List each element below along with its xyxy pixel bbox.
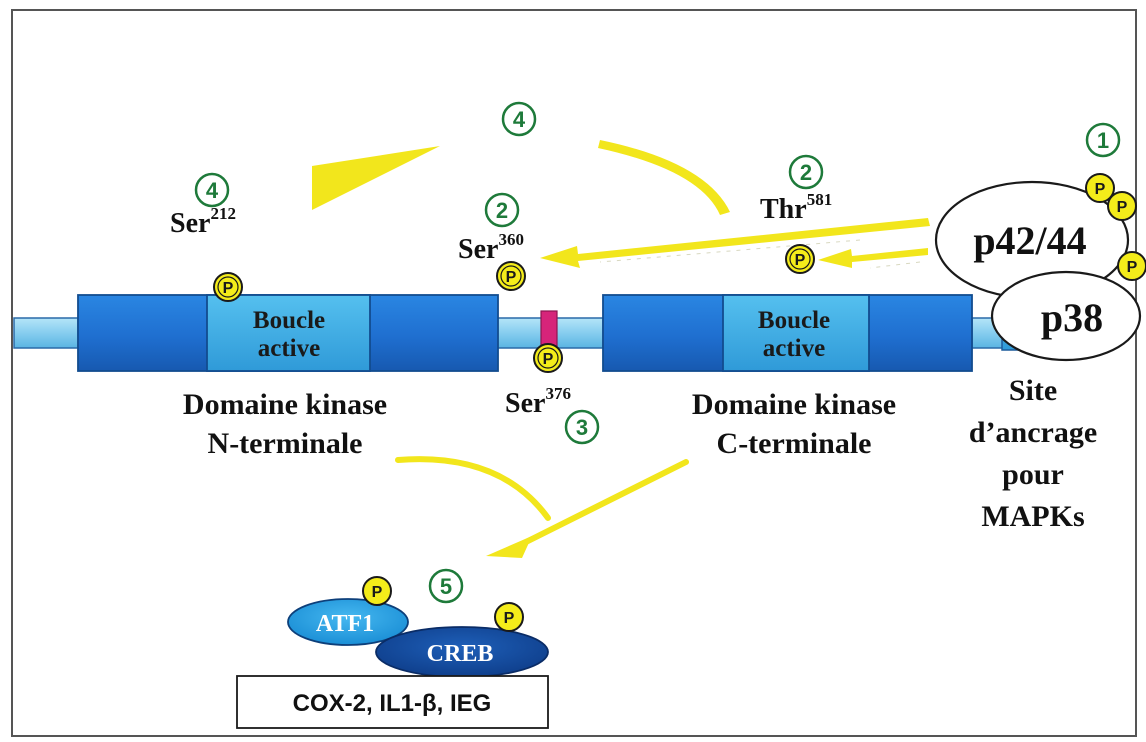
docking-caption-3: pour: [1002, 458, 1064, 491]
atf1-ellipse: [287, 598, 409, 646]
ser376-label: Ser376: [505, 384, 571, 419]
phospho-atf1: [362, 576, 392, 606]
c-loop-label-2: active: [763, 335, 825, 362]
arrow-to-ser360: [540, 218, 930, 268]
phospho-p42-44-a: [1085, 173, 1115, 203]
phospho-atf1-symbol: P: [372, 584, 383, 601]
step-ser376: 3: [576, 415, 588, 440]
phospho-ring: [217, 276, 239, 298]
n-loop-label-1: Boucle: [253, 307, 325, 334]
phospho-p42-44-b: [1107, 191, 1137, 221]
c-terminal-caption-1: Domaine kinase: [692, 388, 896, 421]
arrow-to-thr581: [818, 248, 928, 268]
p38-ellipse: [990, 270, 1142, 362]
step-thr581: 2: [800, 160, 812, 185]
p38-label: p38: [1041, 295, 1103, 340]
docking-caption-1: Site: [1009, 374, 1057, 407]
phospho-ring: [537, 347, 559, 369]
thr581-label: Thr581: [760, 190, 832, 225]
ser360-label: Ser360: [458, 230, 524, 265]
docking-caption-4: MAPKs: [981, 500, 1084, 533]
arrow-from-n-terminal: [395, 456, 551, 521]
n-loop-label-2: active: [258, 335, 320, 362]
streak: [869, 261, 921, 269]
p42-44-label: p42/44: [973, 218, 1086, 263]
phospho-p42-44-a-symbol: P: [1095, 181, 1106, 198]
phospho-ring: [500, 265, 522, 287]
docking-caption-2: d’ancrage: [969, 416, 1097, 449]
phospho-groups: P P P P: [213, 244, 815, 373]
autophos-arrow-tail: [598, 140, 730, 215]
phospho-creb-symbol: P: [504, 610, 515, 627]
step-circle-ser212: [194, 172, 230, 208]
c-terminal-caption-2: C-terminale: [717, 427, 872, 460]
transcription-factors: ATF1 CREB P P: [287, 576, 549, 678]
autophos-arrow-head: [312, 146, 440, 210]
mapk-kinases: p42/44 p38 P P P: [934, 173, 1146, 362]
phospho-ser360-symbol: P: [506, 269, 517, 286]
step-transcription: 5: [440, 574, 452, 599]
phospho-thr581-symbol: P: [795, 252, 806, 269]
step-numbers: 4 4 2 2 1 3 5: [194, 101, 1121, 604]
phospho-p42-44-b-symbol: P: [1117, 199, 1128, 216]
arrows: [312, 140, 930, 558]
step-circle-autophos: [501, 101, 537, 137]
step-circle-kinases: [1085, 122, 1121, 158]
streak: [599, 239, 861, 263]
phospho-ser376-symbol: P: [543, 351, 554, 368]
target-genes-label: COX-2, IL1-β, IEG: [293, 690, 492, 717]
target-genes-box: [236, 675, 549, 729]
step-circle-ser360: [484, 192, 520, 228]
step-circle-ser376: [564, 409, 600, 445]
phospho-p38: [1117, 251, 1146, 281]
phospho-ser212-symbol: P: [223, 280, 234, 297]
n-terminal-caption-2: N-terminale: [208, 427, 363, 460]
c-terminal-activation-loop: [722, 294, 870, 372]
step-ser360: 2: [496, 198, 508, 223]
phospho-creb: [494, 602, 524, 632]
step-circle-thr581: [788, 154, 824, 190]
atf1-label: ATF1: [316, 611, 374, 637]
arrow-head-to-atf1: [486, 536, 532, 558]
creb-label: CREB: [427, 641, 494, 667]
step-circle-transcription: [428, 568, 464, 604]
phospho-ring: [789, 248, 811, 270]
step-kinases: 1: [1097, 128, 1109, 153]
step-autophos: 4: [513, 107, 526, 132]
ser212-label: Ser212: [170, 204, 236, 239]
c-loop-label-1: Boucle: [758, 307, 830, 334]
n-terminal-activation-loop: [206, 294, 371, 372]
protein-backbone: [13, 294, 1033, 372]
linker-left: [13, 317, 79, 349]
step-ser212: 4: [206, 178, 219, 203]
n-terminal-caption-1: Domaine kinase: [183, 388, 387, 421]
arrow-from-c-terminal: [517, 459, 689, 548]
frame: [11, 9, 1137, 737]
phospho-p38-symbol: P: [1127, 259, 1138, 276]
